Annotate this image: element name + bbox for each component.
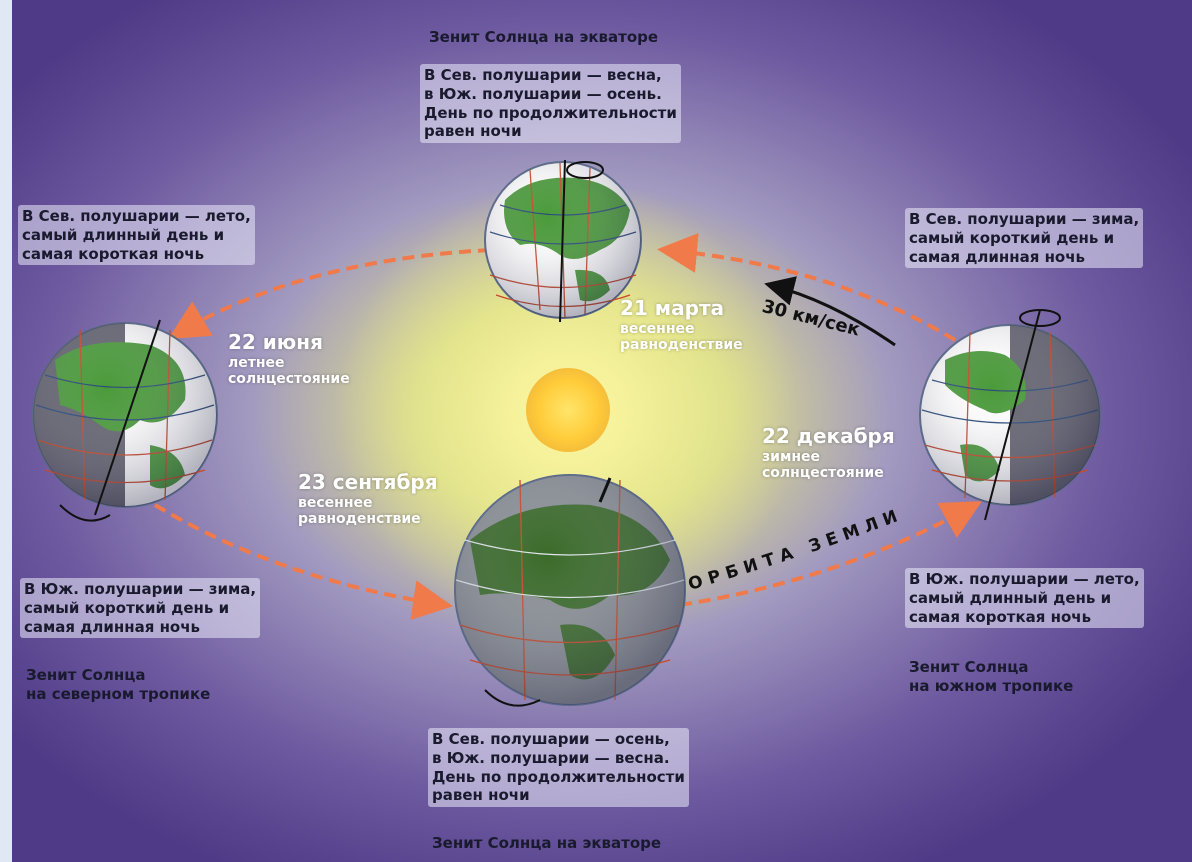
right-top-caption: В Сев. полушарии — зима, самый короткий … [905,208,1144,269]
december-name-line: зимнее [762,449,821,465]
bottom-caption-line: в Юж. полушарии — весна. [432,748,670,767]
globe-june [32,319,218,522]
march-name-line: равноденствие [620,337,743,354]
left-top-caption-line: самая короткая ночь [22,244,205,263]
right-bottom-zenith-line: на южном тропике [909,676,1074,695]
right-bottom-caption-line: самая короткая ночь [909,607,1092,626]
label-march: 21 марта весеннее равноденствие [620,296,743,353]
label-june: 22 июня летнее солнцестояние [228,330,350,387]
globe-march [484,159,642,323]
orbit [153,232,982,620]
right-bottom-zenith: Зенит Солнца на южном тропике [905,656,1077,698]
left-bottom-caption-line: В Юж. полушарии — зима, [24,580,257,598]
bottom-caption-line: В Сев. полушарии — осень, [432,730,670,748]
left-top-caption-line: самый длинный день и [22,225,225,244]
left-bottom-zenith: Зенит Солнца на северном тропике [22,664,214,706]
top-caption-line: В Сев. полушарии — весна, [424,66,662,84]
bottom-caption: В Сев. полушарии — осень, в Юж. полушари… [428,728,689,807]
orbit-arrow-march-to-june [168,248,491,340]
sun [526,368,610,452]
september-name-line: весеннее [298,495,373,511]
bottom-caption-line: равен ночи [432,786,530,805]
globe-september [454,474,686,707]
september-date: 23 сентября [298,470,438,494]
left-top-caption: В Сев. полушарии — лето, самый длинный д… [18,205,255,266]
orbit-arrow-september-to-december [679,501,982,607]
june-name-line: солнцестояние [228,371,350,388]
top-zenith: Зенит Солнца на экваторе [429,28,659,46]
left-bottom-zenith-line: на северном тропике [26,684,211,703]
top-caption-line: День по продолжительности [424,103,677,122]
right-bottom-caption: В Юж. полушарии — лето, самый длинный де… [905,568,1144,629]
left-bottom-caption: В Юж. полушарии — зима, самый короткий д… [20,578,261,639]
right-bottom-caption-line: самый длинный день и [909,588,1112,607]
label-september: 23 сентября весеннее равноденствие [298,470,438,527]
right-top-caption-line: самый короткий день и [909,228,1115,247]
globe-december [919,309,1101,521]
right-bottom-zenith-line: Зенит Солнца [909,658,1029,676]
december-name-line: солнцестояние [762,465,884,482]
left-bottom-caption-line: самая длинная ночь [24,617,201,636]
june-date: 22 июня [228,330,323,354]
right-top-caption-line: В Сев. полушарии — зима, [909,210,1140,228]
left-bottom-caption-line: самый короткий день и [24,598,230,617]
june-name-line: летнее [228,355,285,371]
left-bottom-zenith-line: Зенит Солнца [26,666,146,684]
right-bottom-caption-line: В Юж. полушарии — лето, [909,570,1140,588]
september-name-line: равноденствие [298,511,421,528]
left-edge-strip [0,0,12,862]
top-caption-line: равен ночи [424,122,522,141]
top-caption: В Сев. полушарии — весна, в Юж. полушари… [420,64,681,143]
speed-arrow [764,276,896,347]
march-date: 21 марта [620,296,725,320]
right-top-caption-line: самая длинная ночь [909,247,1086,266]
bottom-caption-line: День по продолжительности [432,767,685,786]
december-date: 22 декабря [762,424,895,448]
march-name-line: весеннее [620,321,695,337]
bottom-zenith: Зенит Солнца на экваторе [432,834,662,852]
left-top-caption-line: В Сев. полушарии — лето, [22,207,251,225]
top-caption-line: в Юж. полушарии — осень. [424,84,662,103]
label-december: 22 декабря зимнее солнцестояние [762,424,895,481]
